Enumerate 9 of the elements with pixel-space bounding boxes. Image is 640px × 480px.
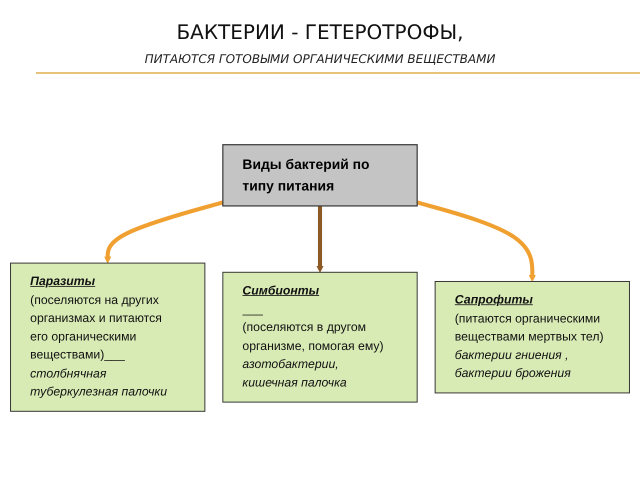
note-card: Паразиты (поселяются на других организмах и питаются его органическими веществами)___ столбнячная туберкулезная палочки — [10, 262, 206, 412]
arrow — [316, 206, 324, 273]
title: БАКТЕРИИ - ГЕТЕРОТРОФЫ, — [176, 20, 464, 44]
subtitle: ПИТАЮТСЯ ГОТОВЫМИ ОРГАНИЧЕСКИМИ ВЕЩЕСТВАМИ — [144, 52, 496, 66]
note-card: Симбионты ___ (поселяются в другом организме, помогая ему) азотобактерии, кишечная палочка — [222, 272, 418, 403]
arrow — [416, 200, 536, 282]
header-bar: Виды бактерий по типу питания — [222, 144, 418, 207]
note-card: Сапрофиты (питаются органическими веществами мертвых тел) бактерии гниения , бактерии брожения — [434, 280, 630, 394]
arrow — [104, 200, 224, 264]
